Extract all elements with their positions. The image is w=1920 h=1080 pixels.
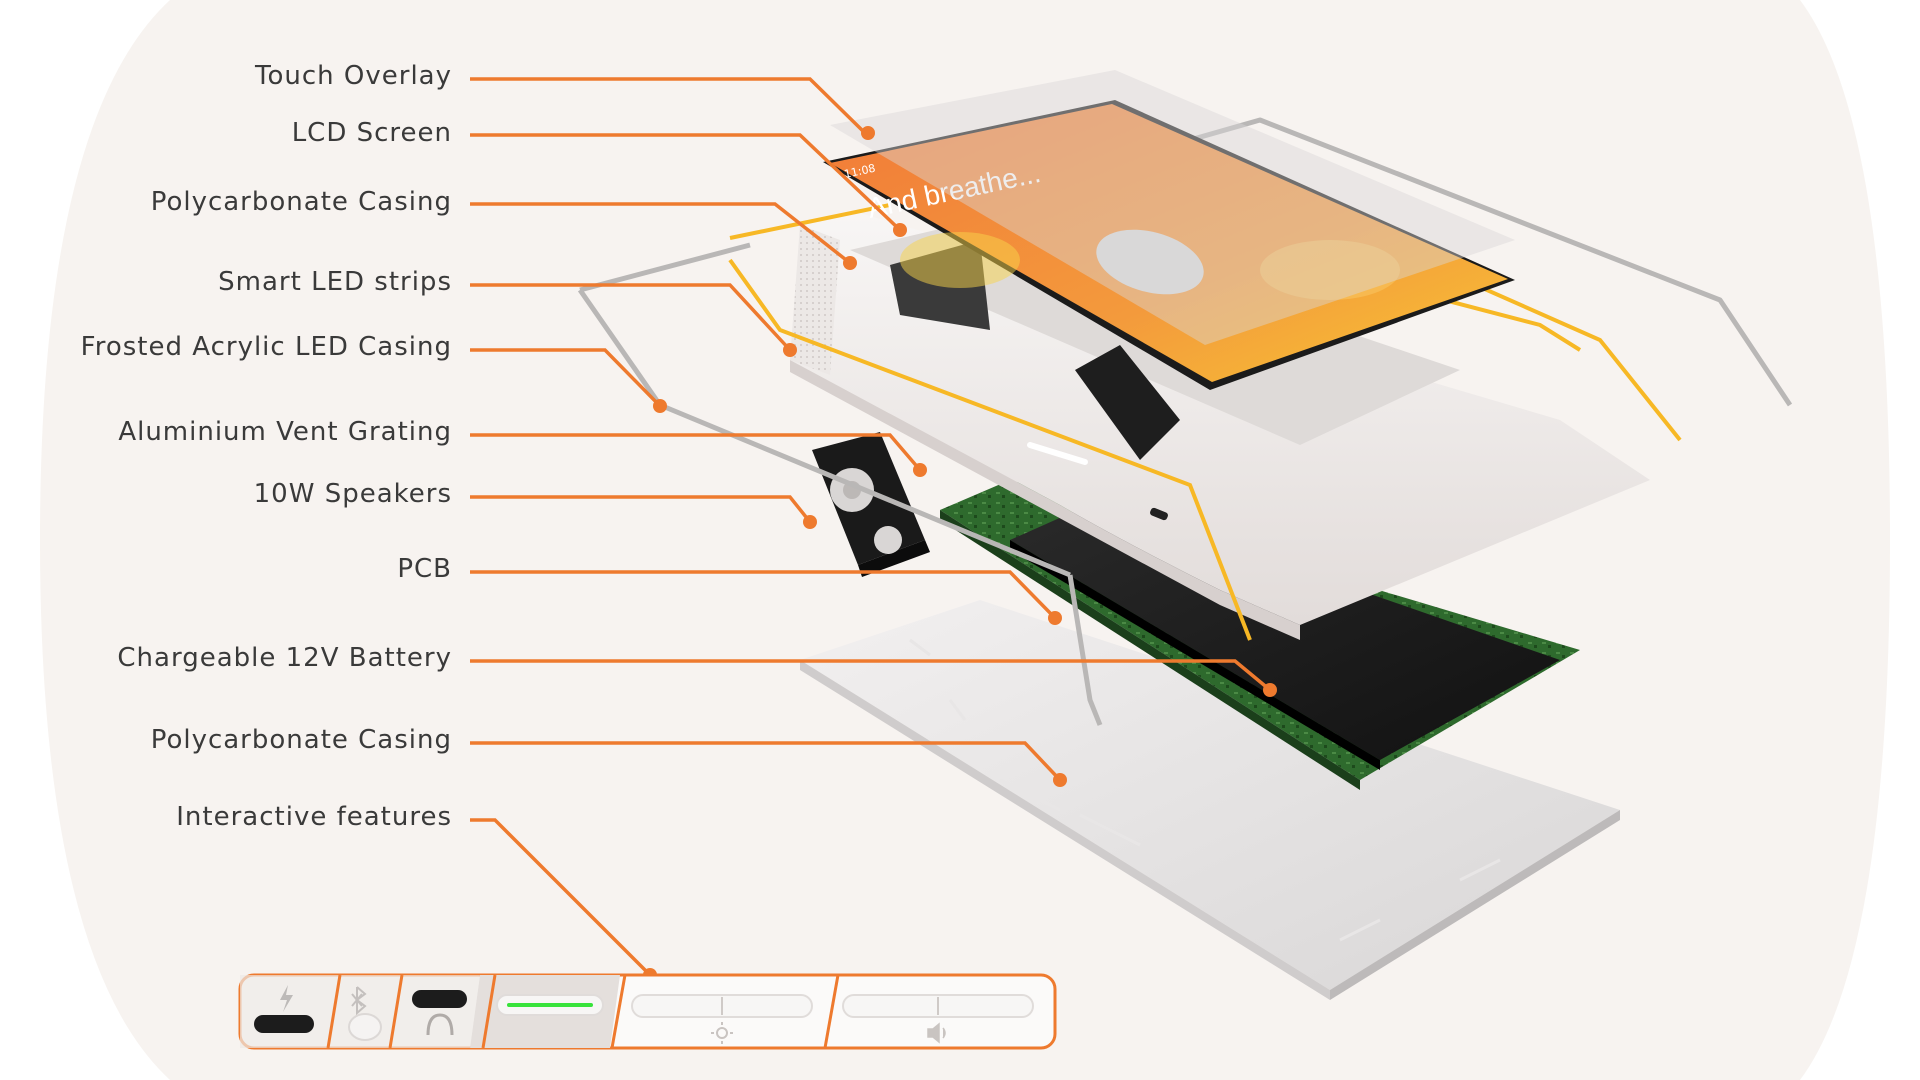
bluetooth-button[interactable]: [348, 1013, 382, 1041]
label-touch-overlay: Touch Overlay: [255, 61, 452, 91]
touch-overlay-panel: [830, 70, 1515, 345]
charge-port: [254, 1015, 314, 1033]
lightning-icon: [280, 985, 293, 1012]
leader-lines: [470, 77, 1272, 977]
label-lcd-screen: LCD Screen: [291, 118, 452, 148]
bluetooth-icon: [351, 986, 367, 1016]
speaker-icon: [927, 1022, 946, 1044]
label-battery: Chargeable 12V Battery: [117, 643, 452, 673]
leader-dots: [643, 126, 1277, 982]
speaker-unit: [812, 432, 930, 577]
headphone-jack: [412, 990, 467, 1008]
controls-strip: [238, 973, 1057, 1050]
label-polycarbonate-casing-bottom: Polycarbonate Casing: [150, 725, 452, 755]
label-frosted-acrylic-led-casing: Frosted Acrylic LED Casing: [80, 332, 452, 362]
headphones-icon: [426, 1013, 454, 1036]
led-indicator: [507, 1003, 593, 1007]
label-speakers: 10W Speakers: [253, 479, 452, 509]
label-smart-led-strips: Smart LED strips: [218, 267, 452, 297]
bottom-casing: [800, 600, 1620, 1000]
label-interactive-features: Interactive features: [176, 802, 452, 832]
label-aluminium-vent-grating: Aluminium Vent Grating: [118, 417, 452, 447]
label-pcb: PCB: [397, 554, 452, 584]
screen-stand: [1075, 345, 1180, 460]
sun-icon: [711, 1022, 733, 1044]
lcd-screen-panel: 11:08 And breathe...: [823, 100, 1515, 390]
label-polycarbonate-casing-top: Polycarbonate Casing: [150, 187, 452, 217]
screen-time: 11:08: [843, 162, 877, 181]
